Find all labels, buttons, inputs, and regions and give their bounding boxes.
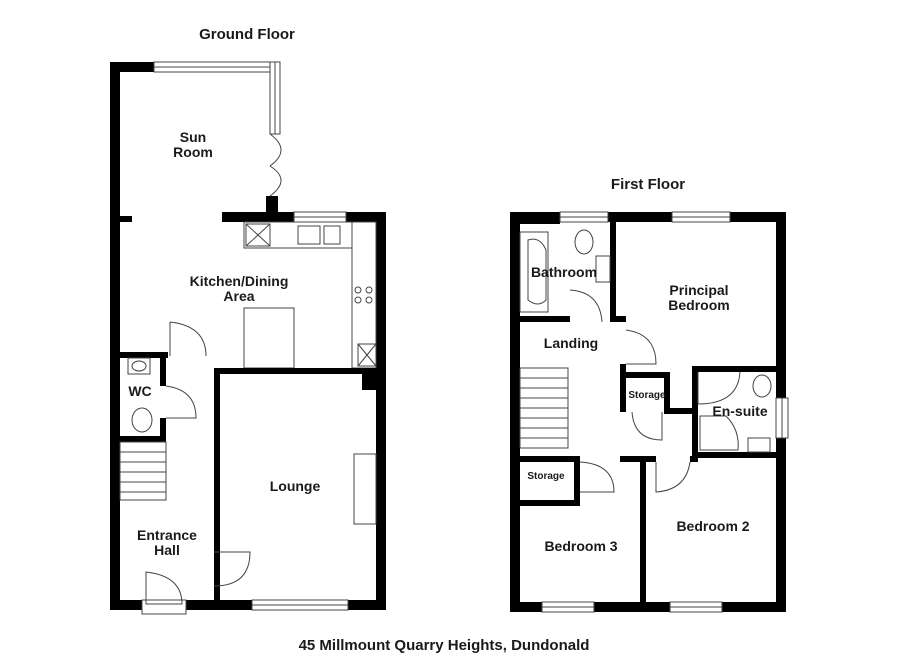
ensuite-label: En-suite [712,403,767,419]
ground-floor-plan [110,61,386,615]
storage-1-label: Storage [628,390,666,401]
principal-bedroom-label-line2: Bedroom [668,297,729,313]
entrance-hall-label-line2: Hall [154,542,180,558]
entrance-hall-label-line1: Entrance [137,527,197,543]
ground-floor-title: Ground Floor [199,26,295,43]
first-floor-plan [510,211,789,613]
bedroom-2-label: Bedroom 2 [676,518,749,534]
storage-2-label: Storage [527,471,565,482]
landing-label: Landing [544,335,598,351]
address-caption: 45 Millmount Quarry Heights, Dundonald [299,637,590,654]
bathroom-label: Bathroom [531,264,597,280]
wc-label: WC [128,383,151,399]
kitchen-label-line2: Area [223,288,254,304]
bedroom-3-label: Bedroom 3 [544,538,617,554]
first-floor-title: First Floor [611,176,685,193]
sun-room-label-line1: Sun [180,129,206,145]
kitchen-label-line1: Kitchen/Dining [190,273,289,289]
sun-room-label-line2: Room [173,144,213,160]
principal-bedroom-label-line1: Principal [669,282,728,298]
lounge-label: Lounge [270,478,321,494]
